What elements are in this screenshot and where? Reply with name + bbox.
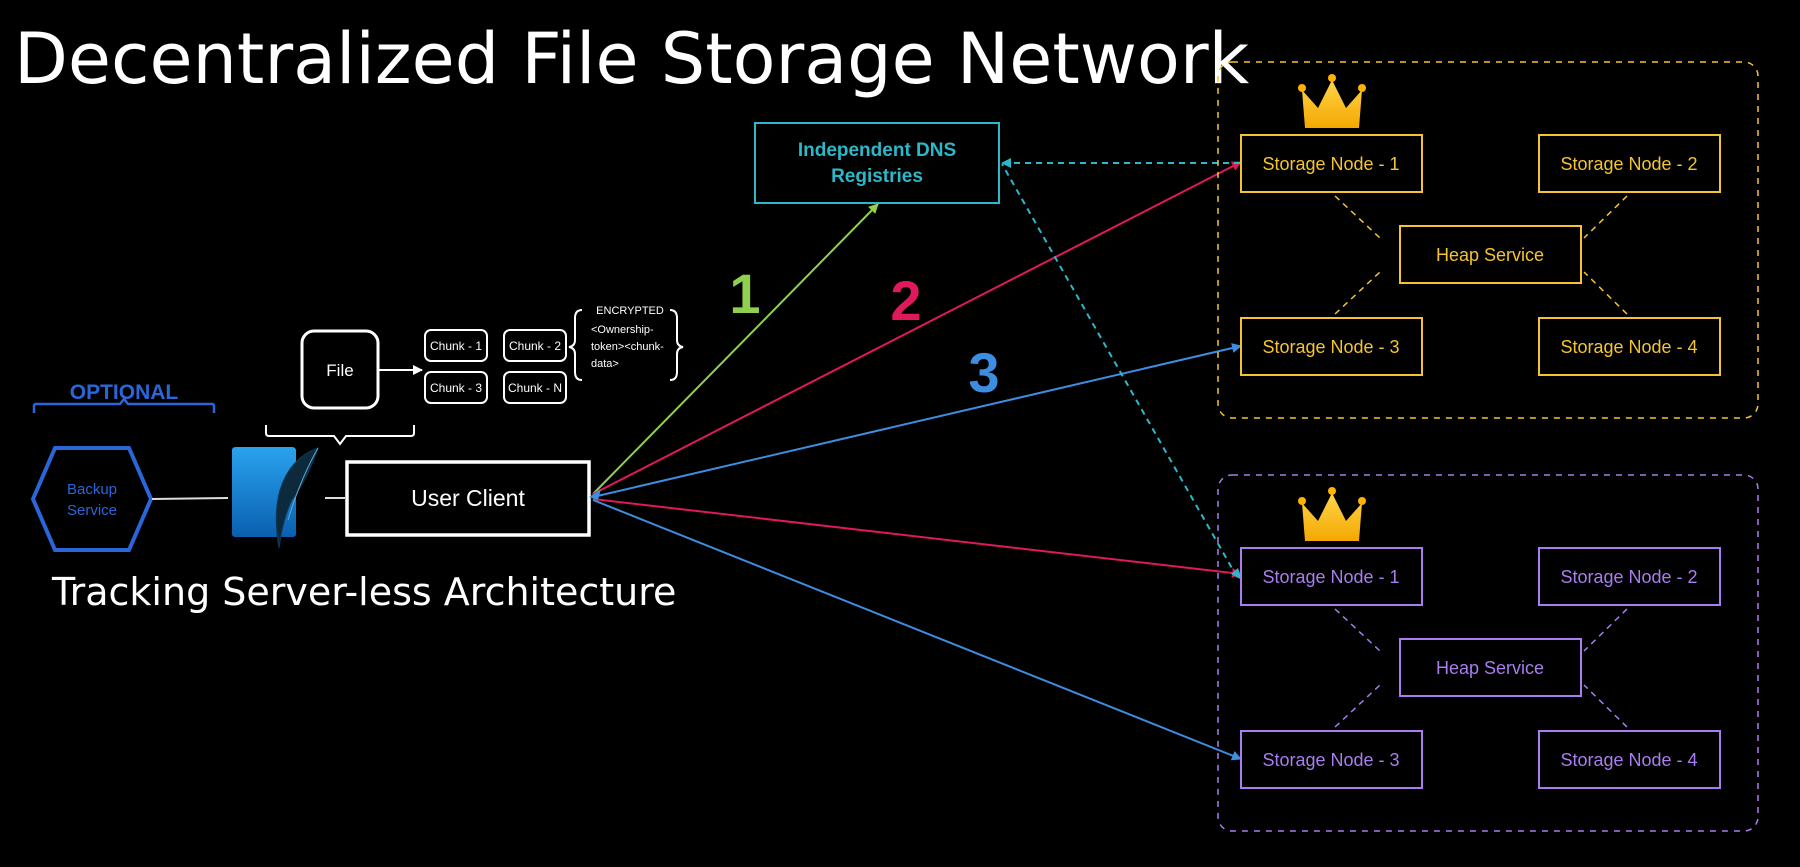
encrypted-left-brace [568,309,583,381]
chunk-grid: Chunk - 1 Chunk - 2 Chunk - 3 Chunk - N [424,329,567,404]
step-2-arrow-bottom [592,498,1242,578]
step-3-number: 3 [968,341,999,404]
dns-label-2: Registries [831,166,923,187]
subtitle: Tracking Server-less Architecture [52,570,677,614]
storage-node-label: Storage Node - 3 [1262,337,1399,357]
crown-icon [1298,487,1366,541]
step-1-arrow [592,203,879,495]
storage-node-2[interactable] [1538,134,1721,193]
storage-node-label: Storage Node - 2 [1560,567,1697,587]
encrypted-title: ENCRYPTED [596,305,664,317]
heap-service-label: Heap Service [1436,245,1544,265]
heap-service[interactable] [1399,225,1582,284]
encrypted-line-3: data> [591,358,619,370]
dns-label-1: Independent DNS [798,140,956,161]
storage-node-label: Storage Node - 4 [1560,750,1697,770]
file-label: File [326,361,353,380]
step-3-arrow-bottom [592,499,1242,761]
storage-cluster-2: Storage Node - 1 Storage Node - 2 Heap S… [1217,474,1759,832]
backup-connector [151,497,229,500]
storage-node-label: Storage Node - 2 [1560,154,1697,174]
storage-node-label: Storage Node - 4 [1560,337,1697,357]
sqlite-database-icon [232,447,319,549]
encrypted-line-1: <Ownership- [591,324,654,336]
crown-icon [1298,74,1366,128]
user-client-box[interactable] [345,460,591,537]
chunk-box [424,371,488,404]
storage-node-label: Storage Node - 3 [1262,750,1399,770]
page-title: Decentralized File Storage Network [14,18,1250,100]
backup-service-label-1: Backup [67,481,117,498]
encrypted-line-2: token><chunk- [591,341,664,353]
dns-registries-box[interactable] [754,122,1000,204]
storage-node-1[interactable] [1240,547,1423,606]
heap-service[interactable] [1399,638,1582,697]
backup-service-label-2: Service [67,502,117,519]
step-1-number: 1 [729,262,760,325]
chunk-label: Chunk - N [508,381,562,395]
file-box[interactable] [300,329,380,410]
cluster-boundary [1217,474,1759,832]
step-3-arrow-top [592,343,1242,498]
step-2-arrow-top [592,161,1242,495]
storage-node-2[interactable] [1538,547,1721,606]
storage-node-1[interactable] [1240,134,1423,193]
storage-cluster-1: Storage Node - 1 Storage Node - 2 Heap S… [1217,61,1759,419]
optional-bracket [32,396,216,413]
chunk-label: Chunk - 1 [430,339,482,353]
chunk-label: Chunk - 3 [430,381,482,395]
chunk-box [503,371,567,404]
optional-label: OPTIONAL [70,381,179,404]
chunk-box [424,329,488,362]
heap-service-label: Heap Service [1436,658,1544,678]
chunk-box [503,329,567,362]
storage-node-3[interactable] [1240,317,1423,376]
storage-node-4[interactable] [1538,730,1721,789]
storage-node-3[interactable] [1240,730,1423,789]
encrypted-right-brace [669,309,684,381]
chunk-label: Chunk - 2 [509,339,561,353]
dns-link-bottom [1001,163,1238,578]
storage-node-label: Storage Node - 1 [1262,567,1399,587]
backup-service-hexagon[interactable] [30,446,154,552]
user-client-label: User Client [411,485,525,511]
storage-node-4[interactable] [1538,317,1721,376]
cluster-boundary [1217,61,1759,419]
storage-node-label: Storage Node - 1 [1262,154,1399,174]
file-brace [265,425,415,446]
step-2-number: 2 [890,269,921,332]
